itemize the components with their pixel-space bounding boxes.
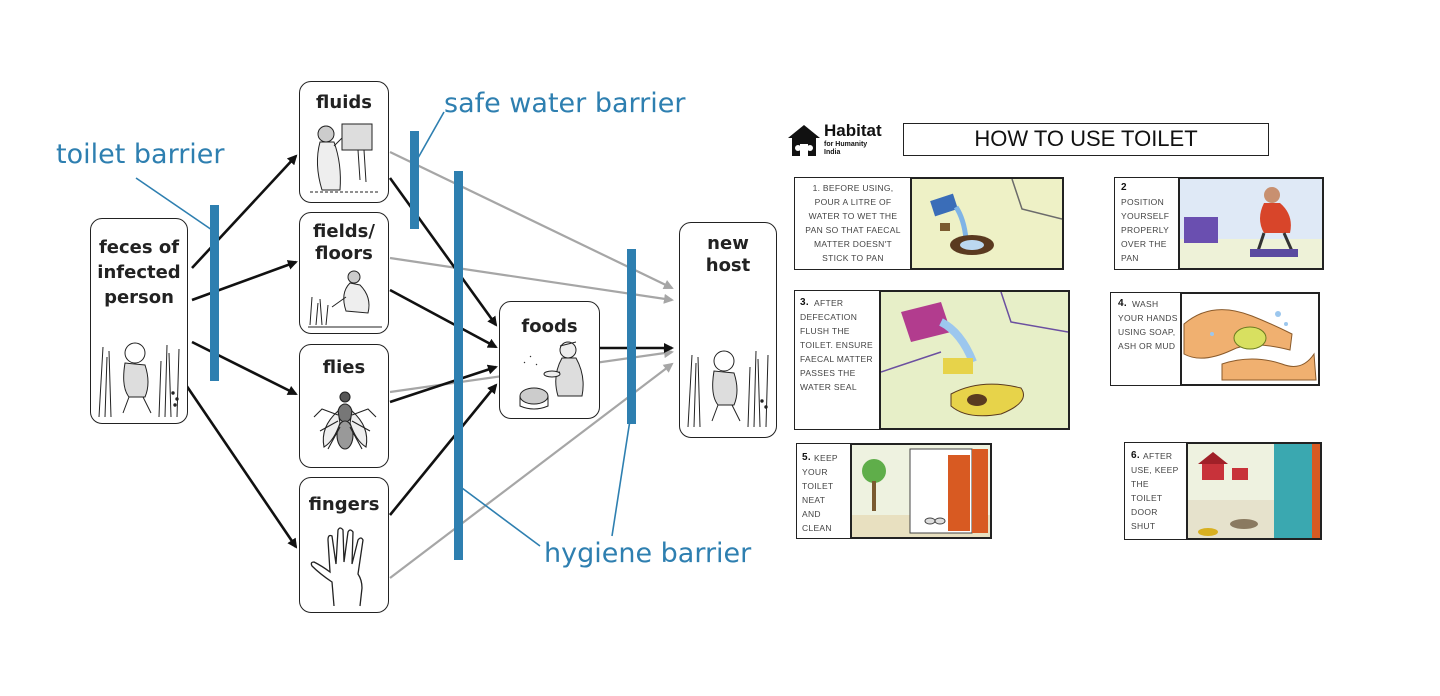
- step-1-picture: [910, 177, 1064, 270]
- node-fields-label: fields/ floors: [313, 221, 375, 264]
- child-eating-illustration: [519, 341, 584, 410]
- node-fluids-label: fluids: [316, 92, 372, 113]
- water-barrier-leader: [417, 111, 445, 159]
- pour-water-pan-icon: [912, 179, 1062, 268]
- node-fluids: fluids: [299, 81, 389, 203]
- logo-sub1: for Humanity: [824, 141, 868, 148]
- closed-toilet-door-icon: [1188, 444, 1320, 538]
- habitat-house-icon: [788, 125, 820, 156]
- arrow-source-to-fingers: [182, 381, 298, 549]
- fly-illustration: [313, 391, 377, 450]
- node-fingers-label: fingers: [308, 494, 380, 515]
- washing-hands-icon: [1182, 294, 1318, 384]
- toilet-barrier-label: toilet barrier: [56, 139, 225, 170]
- step-3-number: 3.: [800, 297, 809, 308]
- arrow-fields-to-host: [389, 256, 674, 304]
- toilet-door-icon: [852, 445, 990, 537]
- node-source-label: feces of infected person: [97, 237, 181, 308]
- step-4-picture: [1180, 292, 1320, 386]
- hand-illustration: [310, 527, 364, 607]
- poster-title: HOW TO USE TOILET: [903, 123, 1269, 156]
- arrow-fingers-to-foods: [388, 383, 498, 516]
- arrow-flies-to-foods: [389, 364, 498, 404]
- safe-water-barrier-label: safe water barrier: [444, 88, 686, 119]
- step-2-text: POSITION YOURSELF PROPERLY OVER THE PAN: [1121, 197, 1170, 263]
- toilet-barrier-leader: [135, 177, 213, 231]
- step-2-number: 2: [1121, 182, 1127, 193]
- field-worker-illustration: [308, 270, 382, 328]
- node-flies: flies: [299, 344, 389, 468]
- arrow-source-to-fluids: [191, 154, 298, 269]
- step-5-number: 5.: [802, 452, 811, 463]
- hygiene-barrier-label: hygiene barrier: [544, 538, 752, 569]
- node-host: new host: [679, 222, 777, 438]
- step-6-picture: [1186, 442, 1322, 540]
- step-4-number: 4.: [1118, 298, 1127, 309]
- f-diagram-arrows: [135, 111, 674, 579]
- person-squatting-icon: [1180, 179, 1322, 268]
- step-3-text: AFTER DEFECATION FLUSH THE TOILET. ENSUR…: [800, 298, 874, 392]
- squatting-child-illustration: [98, 342, 180, 418]
- hygiene-barrier-leader-2: [611, 419, 631, 537]
- step-4-text: WASH YOUR HANDS USING SOAP, ASH OR MUD: [1118, 299, 1178, 351]
- node-host-label: new host: [705, 233, 751, 276]
- hygiene-barrier-bar-1: [454, 171, 463, 560]
- step-6-number: 6.: [1131, 450, 1140, 461]
- node-flies-label: flies: [322, 357, 366, 378]
- water-barrier-bar: [410, 131, 419, 229]
- arrow-fluids-to-foods: [388, 177, 498, 327]
- flush-toilet-icon: [881, 292, 1068, 428]
- node-foods: foods: [499, 301, 600, 419]
- logo-name: Habitat: [824, 121, 882, 140]
- squatting-child-illustration-2: [687, 350, 769, 428]
- toilet-barrier-bar: [210, 205, 219, 381]
- hygiene-barrier-bar-2: [627, 249, 636, 424]
- step-1-text: 1. BEFORE USING, POUR A LITRE OF WATER T…: [805, 183, 901, 263]
- step-5-text: KEEP YOUR TOILET NEAT AND CLEAN: [802, 453, 838, 533]
- water-carrier-illustration: [310, 123, 380, 193]
- arrow-fields-to-foods: [389, 288, 498, 349]
- arrow-fluids-to-host: [389, 151, 674, 290]
- step-2-picture: [1178, 177, 1324, 270]
- arrow-fingers-to-host: [389, 362, 674, 579]
- node-fingers: fingers: [299, 477, 389, 613]
- node-foods-label: foods: [521, 316, 578, 337]
- step-6-text: AFTER USE, KEEP THE TOILET DOOR SHUT: [1131, 451, 1179, 531]
- step-5-picture: [850, 443, 992, 539]
- logo-sub2: India: [824, 149, 841, 156]
- arrow-source-to-flies: [191, 340, 298, 396]
- hygiene-barrier-leader: [461, 487, 541, 547]
- node-source: feces of infected person: [90, 218, 188, 424]
- habitat-logo: Habitat for Humanity India: [786, 120, 906, 166]
- node-fields: fields/ floors: [299, 212, 389, 334]
- step-3-picture: [879, 290, 1070, 430]
- arrow-source-to-fields: [191, 260, 298, 302]
